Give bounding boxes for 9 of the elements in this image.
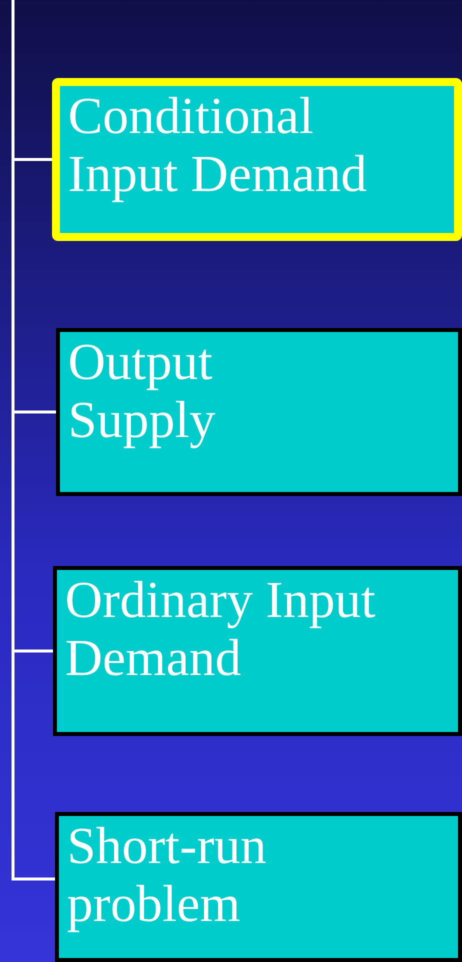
- process-box: [53, 566, 462, 736]
- process-box: [56, 328, 462, 496]
- box-label: Output Supply: [68, 334, 216, 450]
- connector-line: [12, 0, 55, 880]
- process-box: [55, 812, 462, 962]
- box-label: Ordinary Input Demand: [65, 572, 376, 688]
- box-label: Short-run problem: [67, 818, 268, 934]
- box-label: Conditional Input Demand: [68, 88, 368, 204]
- process-box: [52, 78, 462, 241]
